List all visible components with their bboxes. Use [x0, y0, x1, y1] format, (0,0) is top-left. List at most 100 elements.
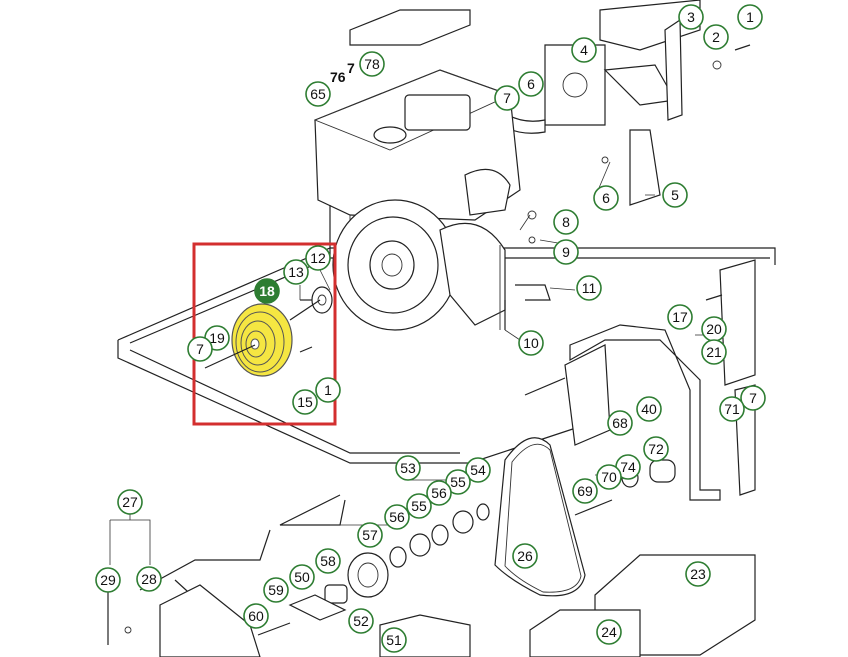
callout-17[interactable]: 17	[667, 304, 693, 330]
callout-24[interactable]: 24	[596, 619, 622, 645]
callout-9[interactable]: 9	[553, 239, 579, 265]
callout-number: 40	[641, 401, 657, 417]
callout-28[interactable]: 28	[136, 566, 162, 592]
callout-number: 27	[122, 494, 138, 510]
callout-54[interactable]: 54	[465, 457, 491, 483]
callout-27[interactable]: 27	[117, 489, 143, 515]
callout-7[interactable]: 7	[187, 336, 213, 362]
callout-number: 54	[470, 462, 486, 478]
callout-26[interactable]: 26	[512, 543, 538, 569]
callout-number: 7	[503, 90, 511, 106]
callout-53[interactable]: 53	[395, 455, 421, 481]
callout-number: 53	[400, 460, 416, 476]
callout-56[interactable]: 56	[384, 504, 410, 530]
callout-18[interactable]: 18	[254, 278, 280, 304]
callout-21[interactable]: 21	[701, 339, 727, 365]
callout-51[interactable]: 51	[381, 627, 407, 653]
callout-number: 65	[310, 86, 326, 102]
highlight-box	[192, 242, 337, 426]
callout-50[interactable]: 50	[289, 564, 315, 590]
callout-number: 52	[353, 613, 369, 629]
plain-label-76: 76	[330, 69, 346, 85]
callout-2[interactable]: 2	[703, 24, 729, 50]
callout-23[interactable]: 23	[685, 561, 711, 587]
callout-number: 50	[294, 569, 310, 585]
callout-number: 70	[601, 469, 617, 485]
callout-1[interactable]: 1	[737, 4, 763, 30]
drive-belt	[494, 437, 586, 597]
callout-number: 71	[724, 401, 740, 417]
callout-number: 3	[687, 9, 695, 25]
callout-number: 69	[577, 483, 593, 499]
callout-78[interactable]: 78	[359, 51, 385, 77]
callout-number: 5	[671, 187, 679, 203]
bottom-panels	[159, 554, 756, 657]
callout-70[interactable]: 70	[596, 464, 622, 490]
callout-20[interactable]: 20	[701, 316, 727, 342]
callout-69[interactable]: 69	[572, 478, 598, 504]
callout-number: 55	[450, 474, 466, 490]
callout-68[interactable]: 68	[607, 410, 633, 436]
callout-number: 74	[620, 459, 636, 475]
callout-5[interactable]: 5	[662, 182, 688, 208]
callout-29[interactable]: 29	[95, 567, 121, 593]
callout-3[interactable]: 3	[678, 4, 704, 30]
callout-number: 56	[431, 485, 447, 501]
callout-4[interactable]: 4	[571, 37, 597, 63]
callout-number: 1	[746, 9, 754, 25]
callout-number: 10	[523, 335, 539, 351]
callout-number: 72	[648, 441, 664, 457]
callout-58[interactable]: 58	[315, 548, 341, 574]
callout-57[interactable]: 57	[357, 522, 383, 548]
callout-number: 57	[362, 527, 378, 543]
callout-number: 17	[672, 309, 688, 325]
callout-number: 13	[288, 264, 304, 280]
callout-number: 26	[517, 548, 533, 564]
callout-10[interactable]: 10	[518, 330, 544, 356]
callout-number: 23	[690, 566, 706, 582]
callout-56[interactable]: 56	[426, 480, 452, 506]
callout-55[interactable]: 55	[445, 469, 471, 495]
callout-60[interactable]: 60	[243, 603, 269, 629]
callout-number: 59	[268, 582, 284, 598]
callout-number: 7	[749, 390, 757, 406]
callout-1[interactable]: 1	[315, 377, 341, 403]
callout-6[interactable]: 6	[518, 71, 544, 97]
callout-number: 29	[100, 572, 116, 588]
callout-12[interactable]: 12	[305, 245, 331, 271]
callout-number: 9	[562, 244, 570, 260]
callout-52[interactable]: 52	[348, 608, 374, 634]
chassis-outline	[117, 247, 776, 657]
callout-72[interactable]: 72	[643, 436, 669, 462]
callout-13[interactable]: 13	[283, 259, 309, 285]
callout-number: 7	[196, 341, 204, 357]
callout-65[interactable]: 65	[305, 81, 331, 107]
callout-6[interactable]: 6	[593, 185, 619, 211]
pulley-part-18[interactable]	[231, 303, 293, 377]
callout-number: 19	[209, 330, 225, 346]
callout-number: 15	[297, 394, 313, 410]
callout-7[interactable]: 7	[740, 385, 766, 411]
callout-number: 1	[324, 382, 332, 398]
callout-59[interactable]: 59	[263, 577, 289, 603]
callout-number: 60	[248, 608, 264, 624]
callout-number: 24	[601, 624, 617, 640]
callout-number: 68	[612, 415, 628, 431]
callout-number: 6	[602, 190, 610, 206]
jackshaft-parts	[257, 503, 490, 636]
callout-11[interactable]: 11	[576, 275, 602, 301]
callout-71[interactable]: 71	[719, 396, 745, 422]
hub-part	[204, 286, 333, 369]
engine	[313, 69, 521, 331]
callout-7[interactable]: 7	[494, 85, 520, 111]
callout-40[interactable]: 40	[636, 396, 662, 422]
plain-label-7: 7	[347, 60, 355, 76]
callout-15[interactable]: 15	[292, 389, 318, 415]
callout-number: 20	[706, 321, 722, 337]
callout-8[interactable]: 8	[553, 209, 579, 235]
callout-number: 8	[562, 214, 570, 230]
callout-number: 78	[364, 56, 380, 72]
callout-55[interactable]: 55	[406, 493, 432, 519]
